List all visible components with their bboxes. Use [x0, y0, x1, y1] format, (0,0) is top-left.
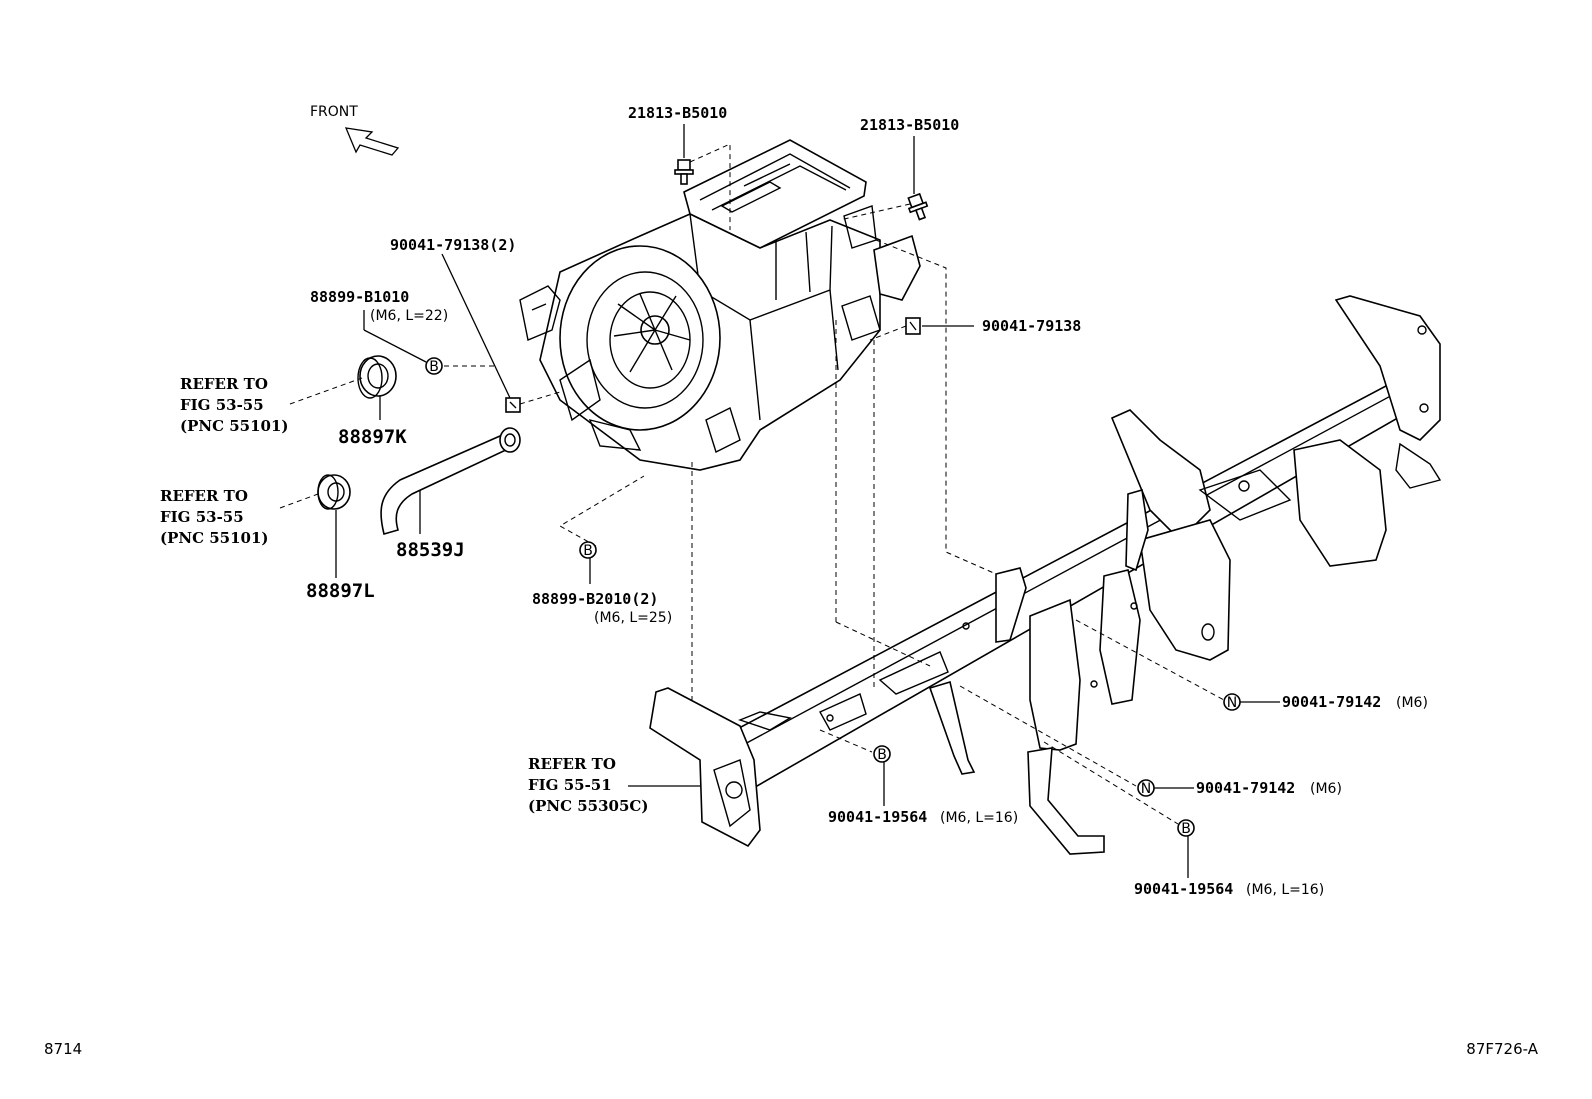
svg-text:(PNC 55101): (PNC 55101)	[160, 529, 269, 547]
footer-left-code: 8714	[44, 1040, 82, 1058]
nut-marker-icon: N	[1223, 693, 1241, 711]
svg-text:FIG 55-51: FIG 55-51	[528, 776, 612, 794]
label-grommet-k: 88897K	[338, 426, 407, 448]
svg-text:REFER TO: REFER TO	[180, 375, 268, 393]
reference-note-1: REFER TO FIG 53-55 (PNC 55101)	[180, 375, 289, 435]
grommet-k-icon	[357, 355, 397, 399]
instrument-panel-reinforcement	[649, 295, 1442, 855]
svg-text:(PNC 55101): (PNC 55101)	[180, 417, 289, 435]
label-bolt-top-right: 21813-B5010	[860, 116, 959, 134]
svg-text:N: N	[1141, 781, 1151, 797]
bolt-marker-icon: B	[873, 745, 891, 763]
svg-text:B: B	[1181, 821, 1191, 837]
heater-blower-unit	[519, 139, 921, 471]
label-nut-upper: 90041-79142	[1282, 693, 1381, 711]
clip-icon	[505, 397, 521, 413]
nut-marker-icon: N	[1137, 779, 1155, 797]
label-nut-upper-spec: (M6)	[1396, 695, 1428, 711]
label-bolt-b2010-spec: (M6, L=25)	[594, 610, 672, 626]
svg-text:FIG 53-55: FIG 53-55	[180, 396, 264, 414]
reference-note-3: REFER TO FIG 55-51 (PNC 55305C)	[528, 755, 648, 815]
svg-text:FIG 53-55: FIG 53-55	[160, 508, 244, 526]
label-bolt-b1010-spec: (M6, L=22)	[370, 308, 448, 324]
clip-icon	[905, 317, 921, 335]
front-indicator: FRONT	[310, 104, 400, 156]
svg-text:REFER TO: REFER TO	[528, 755, 616, 773]
footer-right-code: 87F726-A	[1466, 1040, 1538, 1058]
svg-text:B: B	[877, 747, 887, 763]
bolt-icon	[674, 159, 694, 185]
label-screw-right-spec: (M6, L=16)	[1246, 882, 1324, 898]
label-nut-lower: 90041-79142	[1196, 779, 1295, 797]
label-bolt-b1010: 88899-B1010	[310, 288, 409, 306]
svg-text:(PNC 55305C): (PNC 55305C)	[528, 797, 648, 815]
label-bolt-top-left: 21813-B5010	[628, 104, 727, 122]
label-screw-right: 90041-19564	[1134, 880, 1233, 898]
front-arrow-icon	[344, 127, 400, 156]
svg-text:B: B	[429, 359, 439, 375]
label-screw-center: 90041-19564	[828, 808, 927, 826]
grommet-l-icon	[317, 474, 351, 510]
bolt-icon	[907, 192, 929, 221]
label-nut-lower-spec: (M6)	[1310, 781, 1342, 797]
label-clip-right: 90041-79138	[982, 317, 1081, 335]
drain-hose	[380, 427, 521, 535]
front-label: FRONT	[310, 104, 358, 120]
svg-text:N: N	[1227, 695, 1237, 711]
svg-text:B: B	[583, 543, 593, 559]
label-grommet-l: 88897L	[306, 580, 375, 602]
svg-text:REFER TO: REFER TO	[160, 487, 248, 505]
leader-lines	[279, 124, 1280, 878]
bolt-marker-icon: B	[579, 541, 597, 559]
label-screw-center-spec: (M6, L=16)	[940, 810, 1018, 826]
bolt-marker-icon: B	[1177, 819, 1195, 837]
label-hose: 88539J	[396, 539, 465, 561]
label-bolt-b2010: 88899-B2010(2)	[532, 590, 658, 608]
label-clip-left: 90041-79138(2)	[390, 236, 516, 254]
bolt-marker-icon: B	[425, 357, 443, 375]
reference-note-2: REFER TO FIG 53-55 (PNC 55101)	[160, 487, 269, 547]
